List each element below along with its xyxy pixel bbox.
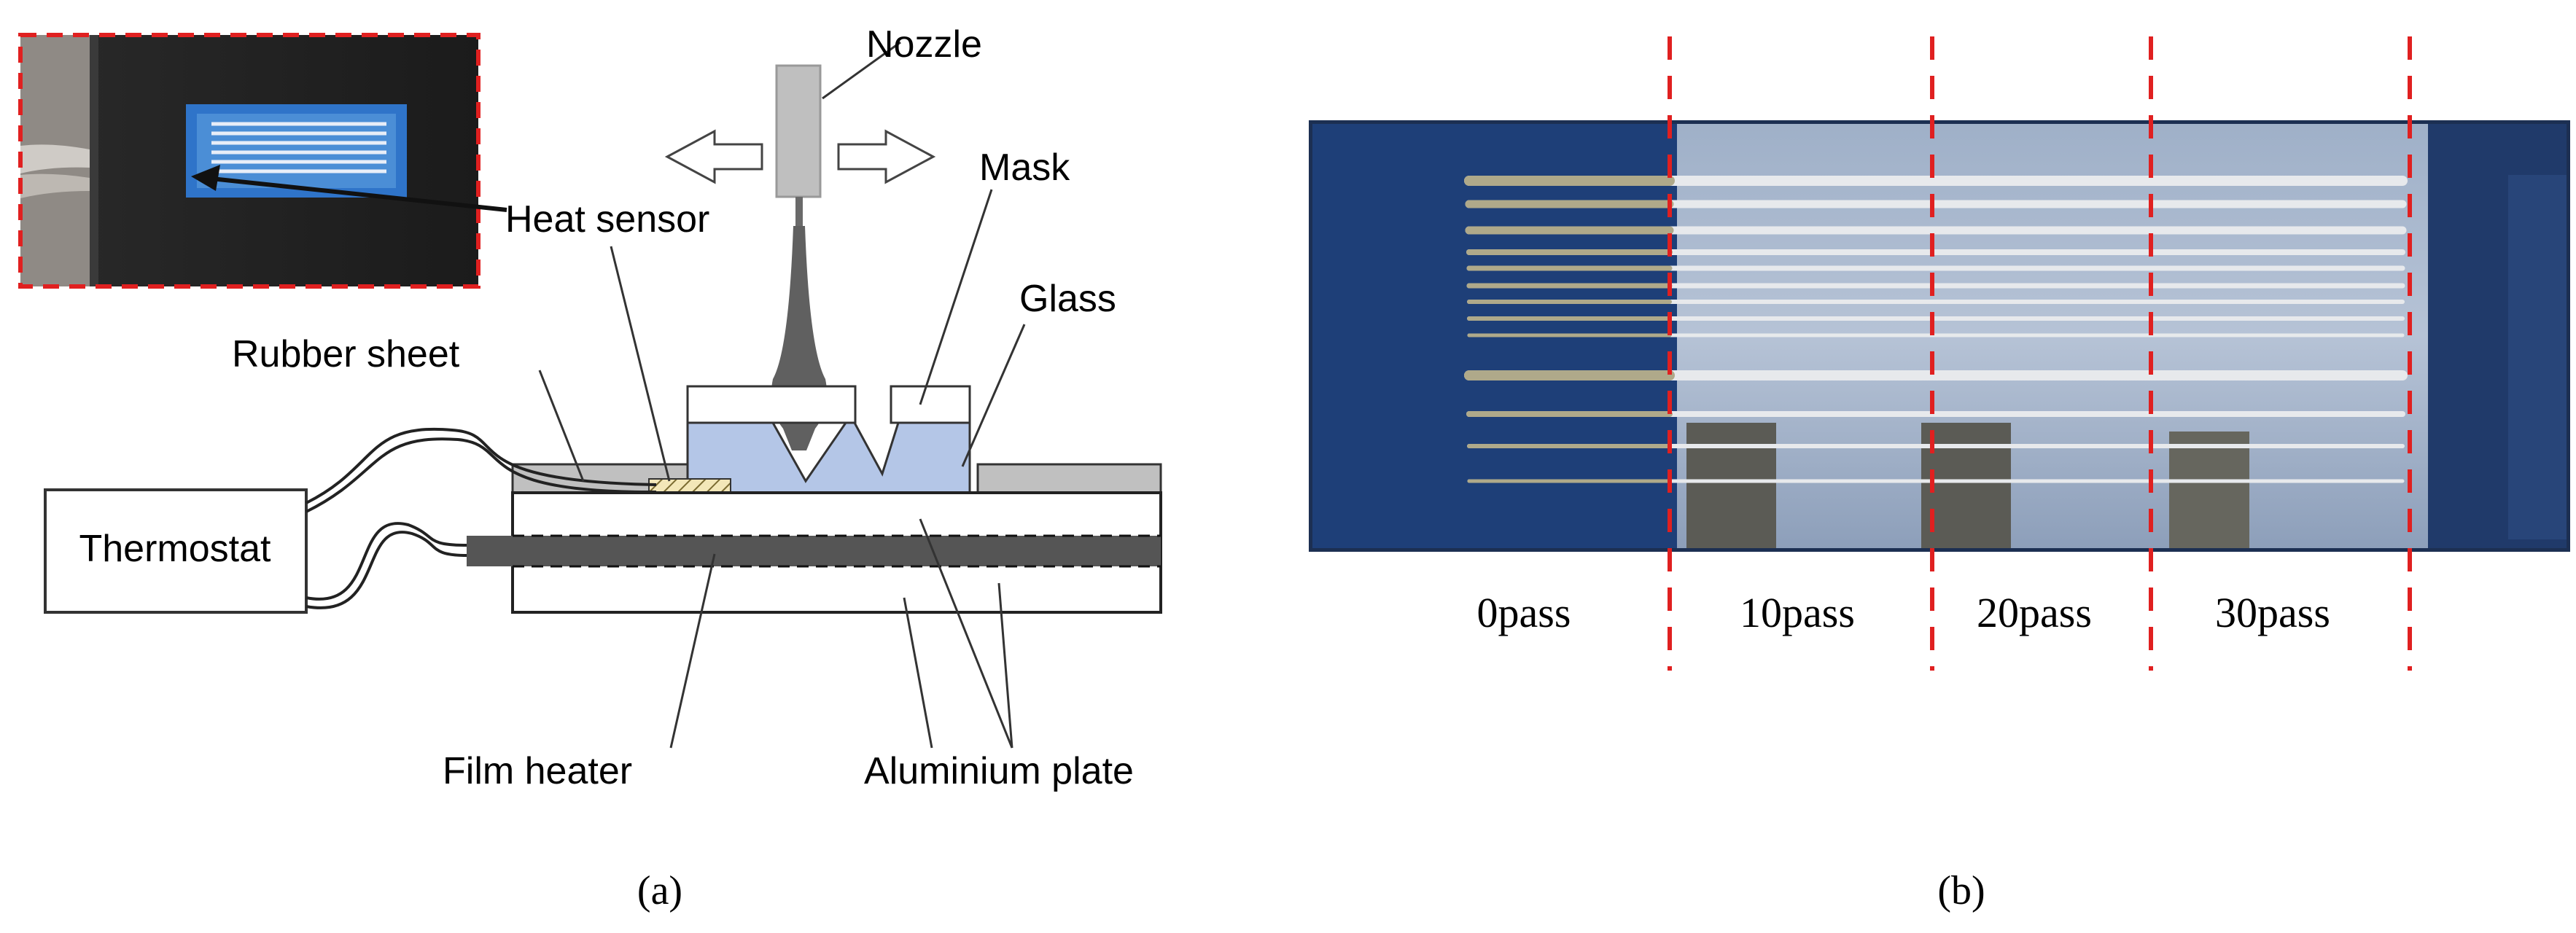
- heat-sensor: [648, 478, 731, 493]
- label-thermostat: Thermostat: [79, 528, 272, 570]
- film-heater: [467, 536, 1161, 566]
- pass-label-10: 10pass: [1740, 589, 1855, 636]
- label-film-heater: Film heater: [443, 750, 632, 792]
- label-heat-sensor: Heat sensor: [505, 198, 709, 241]
- label-mask: Mask: [979, 147, 1070, 189]
- panel-b: 0pass 10pass 20pass 30pass (b): [1309, 36, 2570, 913]
- leader-lines: [538, 41, 1026, 749]
- thermostat-box: [44, 488, 308, 614]
- caption-b: (b): [1937, 868, 1985, 913]
- label-glass: Glass: [1019, 278, 1116, 320]
- left-arrow-icon: [664, 129, 763, 184]
- rubber-sheet-right: [976, 463, 1162, 494]
- sample-photo: [1309, 120, 2570, 552]
- pass-dividers: [1668, 36, 2412, 671]
- cables: [306, 427, 657, 609]
- pass-label-20: 20pass: [1977, 589, 2092, 636]
- label-aluminium-plate: Aluminium plate: [864, 750, 1134, 792]
- mask-block-left: [686, 385, 857, 424]
- label-rubber-sheet: Rubber sheet: [232, 333, 460, 375]
- caption-a: (a): [637, 868, 682, 913]
- mask-block-right: [890, 385, 971, 424]
- label-nozzle: Nozzle: [866, 23, 982, 66]
- heat-sensor-arrow-icon: [191, 165, 507, 212]
- pass-label-0: 0pass: [1477, 589, 1571, 636]
- panel-a: Nozzle Mask Heat sensor Glass Rubber she…: [18, 23, 1162, 913]
- pass-label-30: 30pass: [2215, 589, 2330, 636]
- right-arrow-icon: [837, 129, 936, 184]
- inset-photo: [18, 33, 480, 289]
